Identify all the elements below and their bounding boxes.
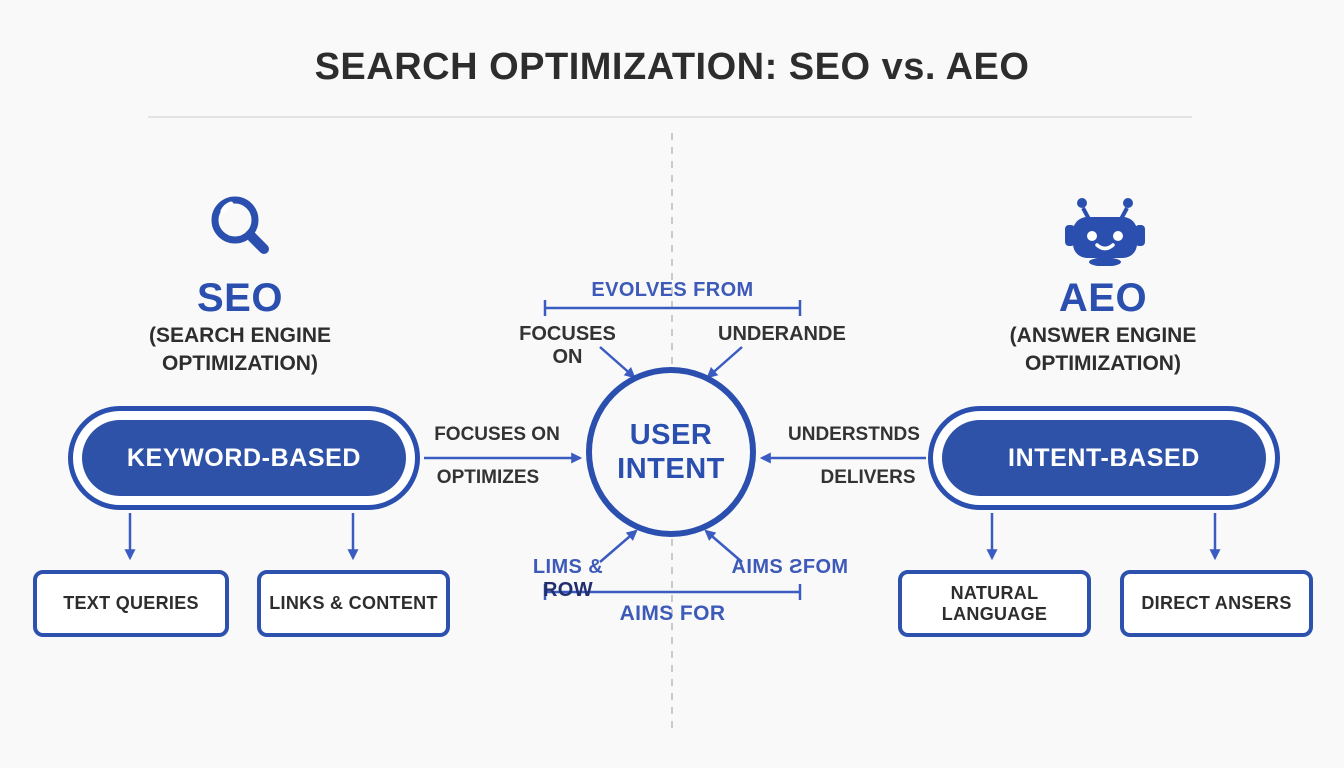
lims-row-label: LIMS & ROW (532, 556, 604, 601)
user-intent-line2: INTENT (617, 453, 725, 485)
delivers-label: DELIVERS (820, 467, 916, 488)
text-queries-box: TEXT QUERIES (33, 570, 229, 637)
understnds-label: UNDERSTNDS (788, 424, 920, 445)
aeo-subtitle: (ANSWER ENGINE OPTIMIZATION) (1009, 324, 1197, 375)
keyword-based-pill: KEYWORD-BASED (68, 406, 420, 510)
aims-fom-label: AIMS ƧFOM (731, 556, 849, 578)
focuses-on-top-label: FOCUSES ON (519, 323, 616, 368)
user-intent-line1: USER (629, 419, 713, 451)
links-content-box: LINKS & CONTENT (257, 570, 450, 637)
aeo-heading: AEO (1058, 276, 1148, 320)
evolves-from-label: EVOLVES FROM (591, 279, 754, 301)
title-divider (148, 116, 1192, 118)
user-intent-circle: USER INTENT (586, 367, 756, 537)
focuses-on-left-label: FOCUSES ON (434, 424, 560, 445)
direct-ansers-box: DIRECT ANSERS (1120, 570, 1313, 637)
natural-language-box: NATURAL LANGUAGE (898, 570, 1091, 637)
seo-subtitle: (SEARCH ENGINE OPTIMIZATION) (148, 324, 332, 375)
underande-label: UNDERANDE (718, 323, 846, 345)
page-title: SEARCH OPTIMIZATION: SEO vs. AEO (314, 46, 1030, 88)
optimizes-label: OPTIMIZES (436, 467, 540, 488)
keyword-based-pill-label: KEYWORD-BASED (82, 420, 406, 496)
aims-for-label: AIMS FOR (619, 602, 726, 625)
robot-icon (1065, 198, 1145, 266)
intent-based-pill: INTENT-BASED (928, 406, 1280, 510)
seo-heading: SEO (197, 276, 283, 320)
intent-based-pill-label: INTENT-BASED (942, 420, 1266, 496)
magnifier-icon (211, 196, 269, 254)
